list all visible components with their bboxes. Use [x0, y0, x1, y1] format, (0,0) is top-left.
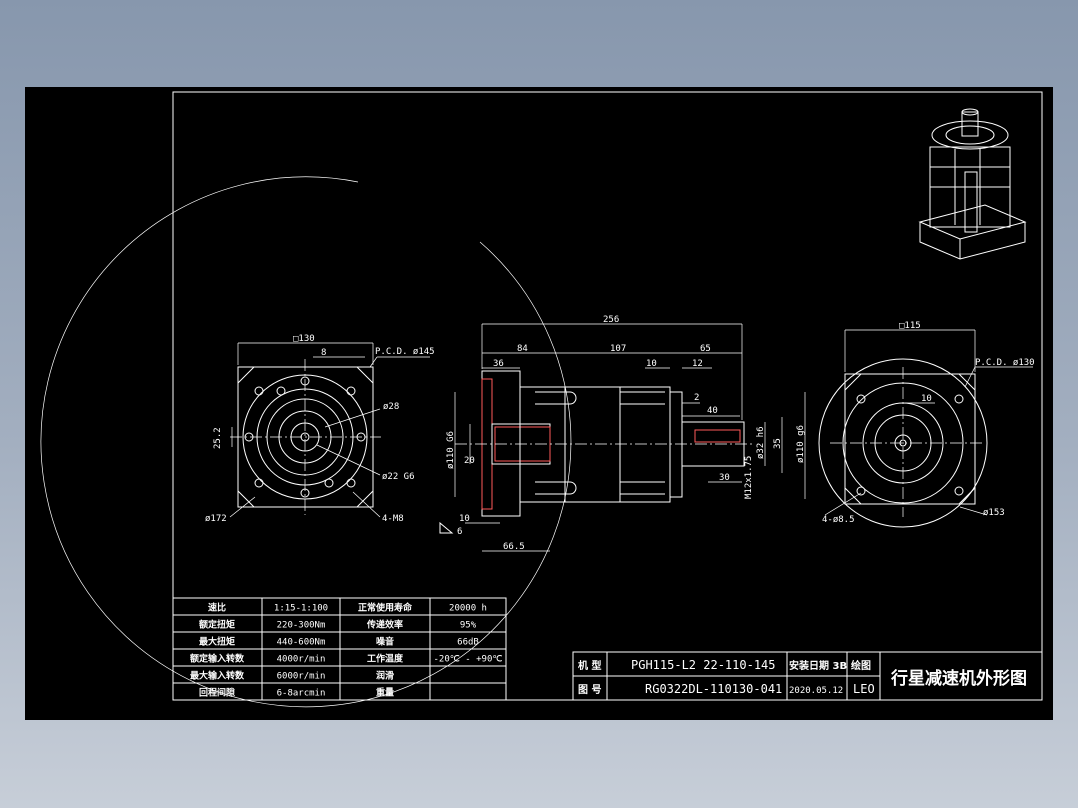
spec-table-grid — [172, 597, 507, 701]
spec-cell: 额定输入转数 — [190, 653, 245, 665]
install-date-label: 安装日期 3B — [789, 659, 847, 672]
model-value: PGH115-L2 22-110-145 — [631, 658, 776, 672]
side-len-2-dim: 2 — [694, 393, 699, 403]
side-thread-dim: M12x1.75 — [744, 456, 754, 499]
drawing-number-value: RG0322DL-110130-041 — [645, 682, 782, 696]
cad-drawing-canvas: □130 8 P.C.D. ø145 ø28 25.2 ø22 G6 ø172 … — [25, 87, 1053, 720]
spec-cell: 传递效率 — [366, 619, 403, 631]
side-len-30-dim: 30 — [719, 473, 730, 483]
drawing-title: 行星减速机外形图 — [890, 668, 1027, 689]
side-len-6-dim: 6 — [457, 527, 462, 537]
spec-cell: 6-8arcmin — [277, 689, 326, 699]
spec-cell: 润滑 — [376, 670, 394, 682]
spec-table: 速比 1:15-1:100 正常使用寿命 20000 h 额定扭矩 220-300Nm 传递… — [190, 602, 503, 699]
construction-arc — [40, 176, 572, 708]
front-holes-dim: 4-M8 — [382, 514, 404, 524]
front-view — [229, 342, 430, 518]
front-square-dim: □130 — [293, 334, 315, 344]
side-len-12-dim: 12 — [692, 359, 703, 369]
side-len-40-dim: 40 — [707, 406, 718, 416]
install-date-value: 2020.05.12 — [789, 686, 843, 696]
side-dia-35-dim: 35 — [773, 438, 783, 449]
spec-cell: 重量 — [376, 687, 394, 699]
spec-cell: 4000r/min — [277, 655, 326, 665]
rear-outer-dim: ø153 — [983, 508, 1005, 518]
spec-cell: 95% — [460, 621, 477, 631]
isometric-view — [918, 108, 1027, 260]
side-len-84-dim: 84 — [517, 344, 528, 354]
front-key-height-dim: 25.2 — [213, 427, 223, 449]
spec-cell: 回程间隙 — [199, 687, 235, 699]
drawing-svg: □130 8 P.C.D. ø145 ø28 25.2 ø22 G6 ø172 … — [40, 91, 1043, 708]
model-label: 机 型 — [578, 659, 601, 672]
spec-cell: 正常使用寿命 — [358, 602, 413, 614]
spec-cell: 66dB — [457, 638, 479, 648]
front-shaft-dia-dim: ø28 — [383, 402, 399, 412]
spec-cell: 220-300Nm — [277, 621, 326, 631]
side-len-107-dim: 107 — [610, 344, 626, 354]
side-view — [439, 323, 806, 552]
side-len-36-dim: 36 — [493, 359, 504, 369]
spec-cell: 额定扭矩 — [199, 619, 235, 631]
side-dia-20-dim: 20 — [464, 456, 475, 466]
side-dia-110g6-dim: ø110 G6 — [446, 431, 456, 469]
title-block-grid — [572, 651, 1043, 701]
side-dia-32h6-dim: ø32 h6 — [756, 426, 766, 459]
spec-cell: 1:15-1:100 — [274, 604, 328, 614]
rear-holes-dim: 4-ø8.5 — [822, 515, 855, 525]
spec-cell: 工作温度 — [367, 653, 404, 665]
spec-cell: -20℃ - +90℃ — [434, 655, 503, 665]
front-pilot-dim: ø22 G6 — [382, 472, 415, 482]
front-pcd-dim: P.C.D. ø145 — [375, 347, 435, 357]
side-len-10a-dim: 10 — [646, 359, 657, 369]
spec-cell: 6000r/min — [277, 672, 326, 682]
spec-cell: 噪音 — [376, 636, 394, 648]
front-outer-dim: ø172 — [205, 514, 227, 524]
front-key-width-dim: 8 — [321, 348, 326, 358]
side-len-65-dim: 65 — [700, 344, 711, 354]
spec-cell: 440-600Nm — [277, 638, 326, 648]
side-len-66-5-dim: 66.5 — [503, 542, 525, 552]
spec-cell: 20000 h — [449, 604, 487, 614]
spec-cell: 速比 — [208, 602, 226, 614]
side-len-10b-dim: 10 — [459, 514, 470, 524]
spec-cell: 最大扭矩 — [199, 636, 235, 648]
side-total-length-dim: 256 — [603, 315, 619, 325]
side-dia-110g6-right-dim: ø110 g6 — [796, 425, 806, 463]
rear-key-dim: 10 — [921, 394, 932, 404]
drawing-number-label: 图 号 — [578, 684, 601, 696]
drawer-value: LEO — [853, 682, 875, 696]
spec-cell: 最大输入转数 — [190, 670, 245, 682]
rear-view — [818, 329, 1033, 528]
rear-square-dim: □115 — [899, 321, 921, 331]
drawer-label: 绘图 — [851, 659, 871, 672]
rear-pcd-dim: P.C.D. ø130 — [975, 358, 1035, 368]
